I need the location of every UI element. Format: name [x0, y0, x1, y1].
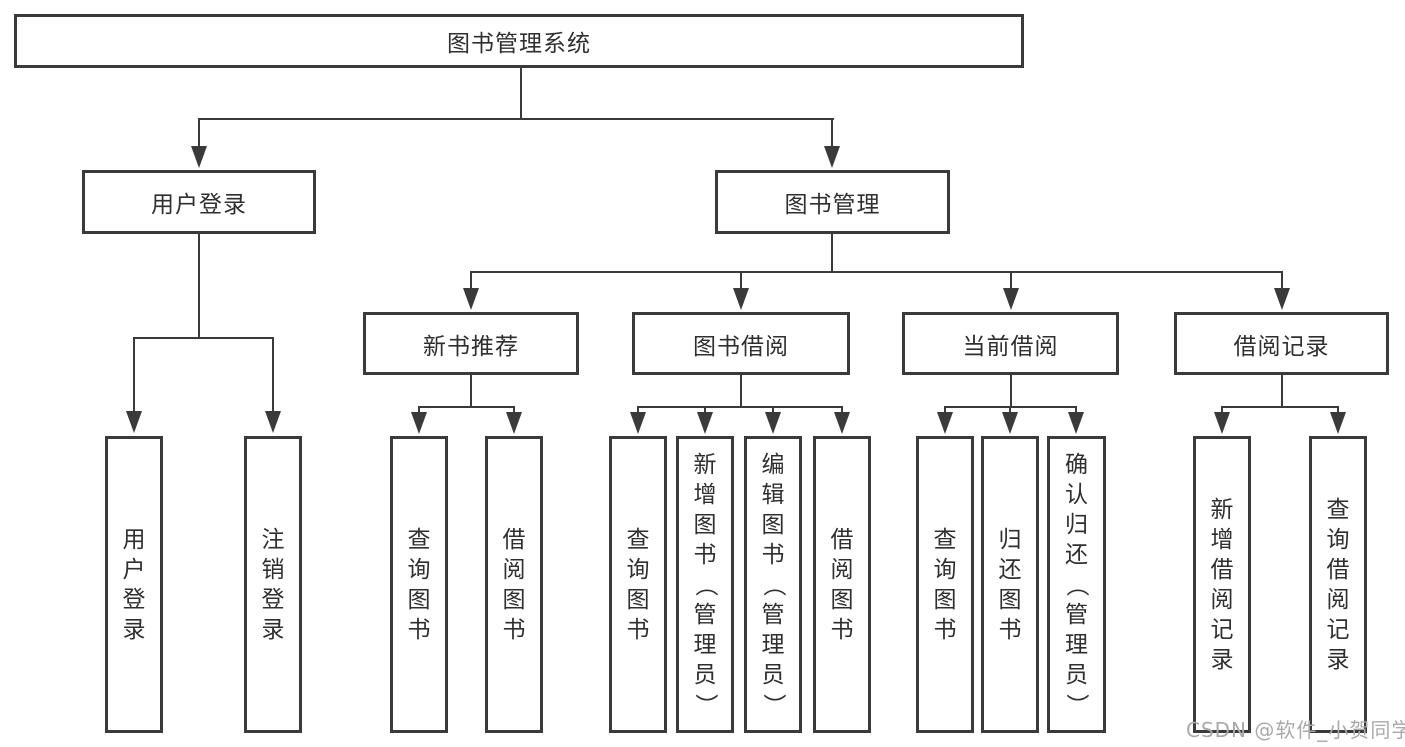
leaf-bb-add-books-admin: 新增图书（管理员） — [676, 436, 734, 733]
connector-line — [133, 337, 274, 339]
leaf-bb-query-books: 查询图书 — [609, 436, 667, 733]
node-label: 确认归还（管理员） — [1063, 451, 1090, 717]
leaf-br-add-record: 新增借阅记录 — [1193, 436, 1251, 733]
connector-line — [470, 375, 472, 407]
connector-line — [513, 406, 515, 416]
watermark-text: CSDN @软件_小贺同学 — [1186, 718, 1405, 742]
leaf-nbr-borrow-books: 借阅图书 — [485, 436, 543, 733]
arrow-down-icon — [834, 412, 850, 434]
connector-line — [198, 118, 200, 152]
connector-line — [704, 406, 706, 416]
node-label: 图书管理系统 — [447, 31, 591, 57]
node-label: 编辑图书（管理员） — [760, 451, 786, 717]
connector-line — [637, 406, 639, 416]
node-current-borrow: 当前借阅 — [902, 312, 1119, 375]
node-label: 查询借阅记录 — [1326, 496, 1350, 673]
node-label: 图书借阅 — [693, 333, 789, 360]
leaf-cb-query-books: 查询图书 — [916, 436, 974, 733]
leaf-user-login: 用户登录 — [105, 436, 163, 733]
connector-line — [1337, 406, 1339, 416]
connector-line — [470, 271, 472, 291]
arrow-down-icon — [265, 411, 281, 433]
node-label: 新书推荐 — [423, 333, 519, 360]
node-label: 用户登录 — [122, 526, 146, 643]
arrow-down-icon — [1002, 412, 1018, 434]
node-root: 图书管理系统 — [14, 14, 1024, 68]
connector-line — [470, 271, 1283, 273]
arrow-down-icon — [697, 412, 713, 434]
leaf-cb-confirm-return-admin: 确认归还（管理员） — [1047, 436, 1106, 733]
arrow-down-icon — [506, 412, 522, 434]
node-label: 新增图书（管理员） — [692, 451, 718, 717]
connector-line — [418, 406, 515, 408]
arrow-down-icon — [765, 412, 781, 434]
connector-line — [772, 406, 774, 416]
connector-line — [637, 406, 843, 408]
arrow-down-icon — [1274, 288, 1290, 310]
arrow-down-icon — [1068, 412, 1084, 434]
arrow-down-icon — [1214, 412, 1230, 434]
connector-line — [841, 406, 843, 416]
node-label: 借阅图书 — [830, 526, 854, 643]
node-label: 注销登录 — [261, 526, 285, 643]
connector-line — [1010, 271, 1012, 291]
connector-line — [272, 337, 274, 413]
arrow-down-icon — [937, 412, 953, 434]
node-label: 借阅记录 — [1233, 333, 1330, 360]
leaf-logout: 注销登录 — [244, 436, 302, 733]
leaf-cb-return-books: 归还图书 — [981, 436, 1039, 733]
connector-line — [740, 271, 742, 291]
leaf-bb-edit-books-admin: 编辑图书（管理员） — [744, 436, 802, 733]
connector-line — [1009, 406, 1011, 416]
node-label: 借阅图书 — [502, 526, 526, 643]
node-label: 当前借阅 — [962, 333, 1059, 360]
arrow-down-icon — [126, 411, 142, 433]
node-label: 归还图书 — [998, 526, 1022, 643]
leaf-nbr-query-books: 查询图书 — [390, 436, 448, 733]
connector-line — [1281, 271, 1283, 291]
node-user-login: 用户登录 — [82, 170, 316, 234]
node-label: 新增借阅记录 — [1210, 496, 1234, 673]
connector-line — [1221, 406, 1339, 408]
connector-line — [740, 375, 742, 407]
arrow-down-icon — [411, 412, 427, 434]
arrow-down-icon — [1330, 412, 1346, 434]
connector-line — [1221, 406, 1223, 416]
node-book-borrow: 图书借阅 — [632, 312, 850, 375]
arrow-down-icon — [1003, 288, 1019, 310]
arrow-down-icon — [824, 146, 840, 168]
connector-line — [133, 337, 135, 413]
arrow-down-icon — [191, 146, 207, 168]
node-book-management: 图书管理 — [715, 170, 950, 234]
connector-line — [198, 118, 834, 120]
leaf-bb-borrow-books: 借阅图书 — [813, 436, 871, 733]
node-label: 图书管理 — [784, 192, 881, 218]
connector-line — [831, 234, 833, 272]
connector-line — [520, 68, 522, 119]
leaf-br-query-record: 查询借阅记录 — [1309, 436, 1367, 733]
node-new-book-recommend: 新书推荐 — [363, 312, 579, 375]
arrow-down-icon — [630, 412, 646, 434]
node-label: 查询图书 — [933, 526, 957, 643]
connector-line — [1281, 375, 1283, 407]
node-label: 查询图书 — [626, 526, 650, 643]
node-label: 查询图书 — [407, 526, 431, 643]
connector-line — [944, 406, 946, 416]
node-borrow-records: 借阅记录 — [1174, 312, 1389, 375]
connector-line — [831, 118, 833, 152]
connector-line — [1010, 375, 1012, 407]
arrow-down-icon — [733, 288, 749, 310]
arrow-down-icon — [463, 288, 479, 310]
connector-line — [1075, 406, 1077, 416]
connector-line — [418, 406, 420, 416]
node-label: 用户登录 — [151, 192, 247, 218]
connector-line — [198, 233, 200, 338]
